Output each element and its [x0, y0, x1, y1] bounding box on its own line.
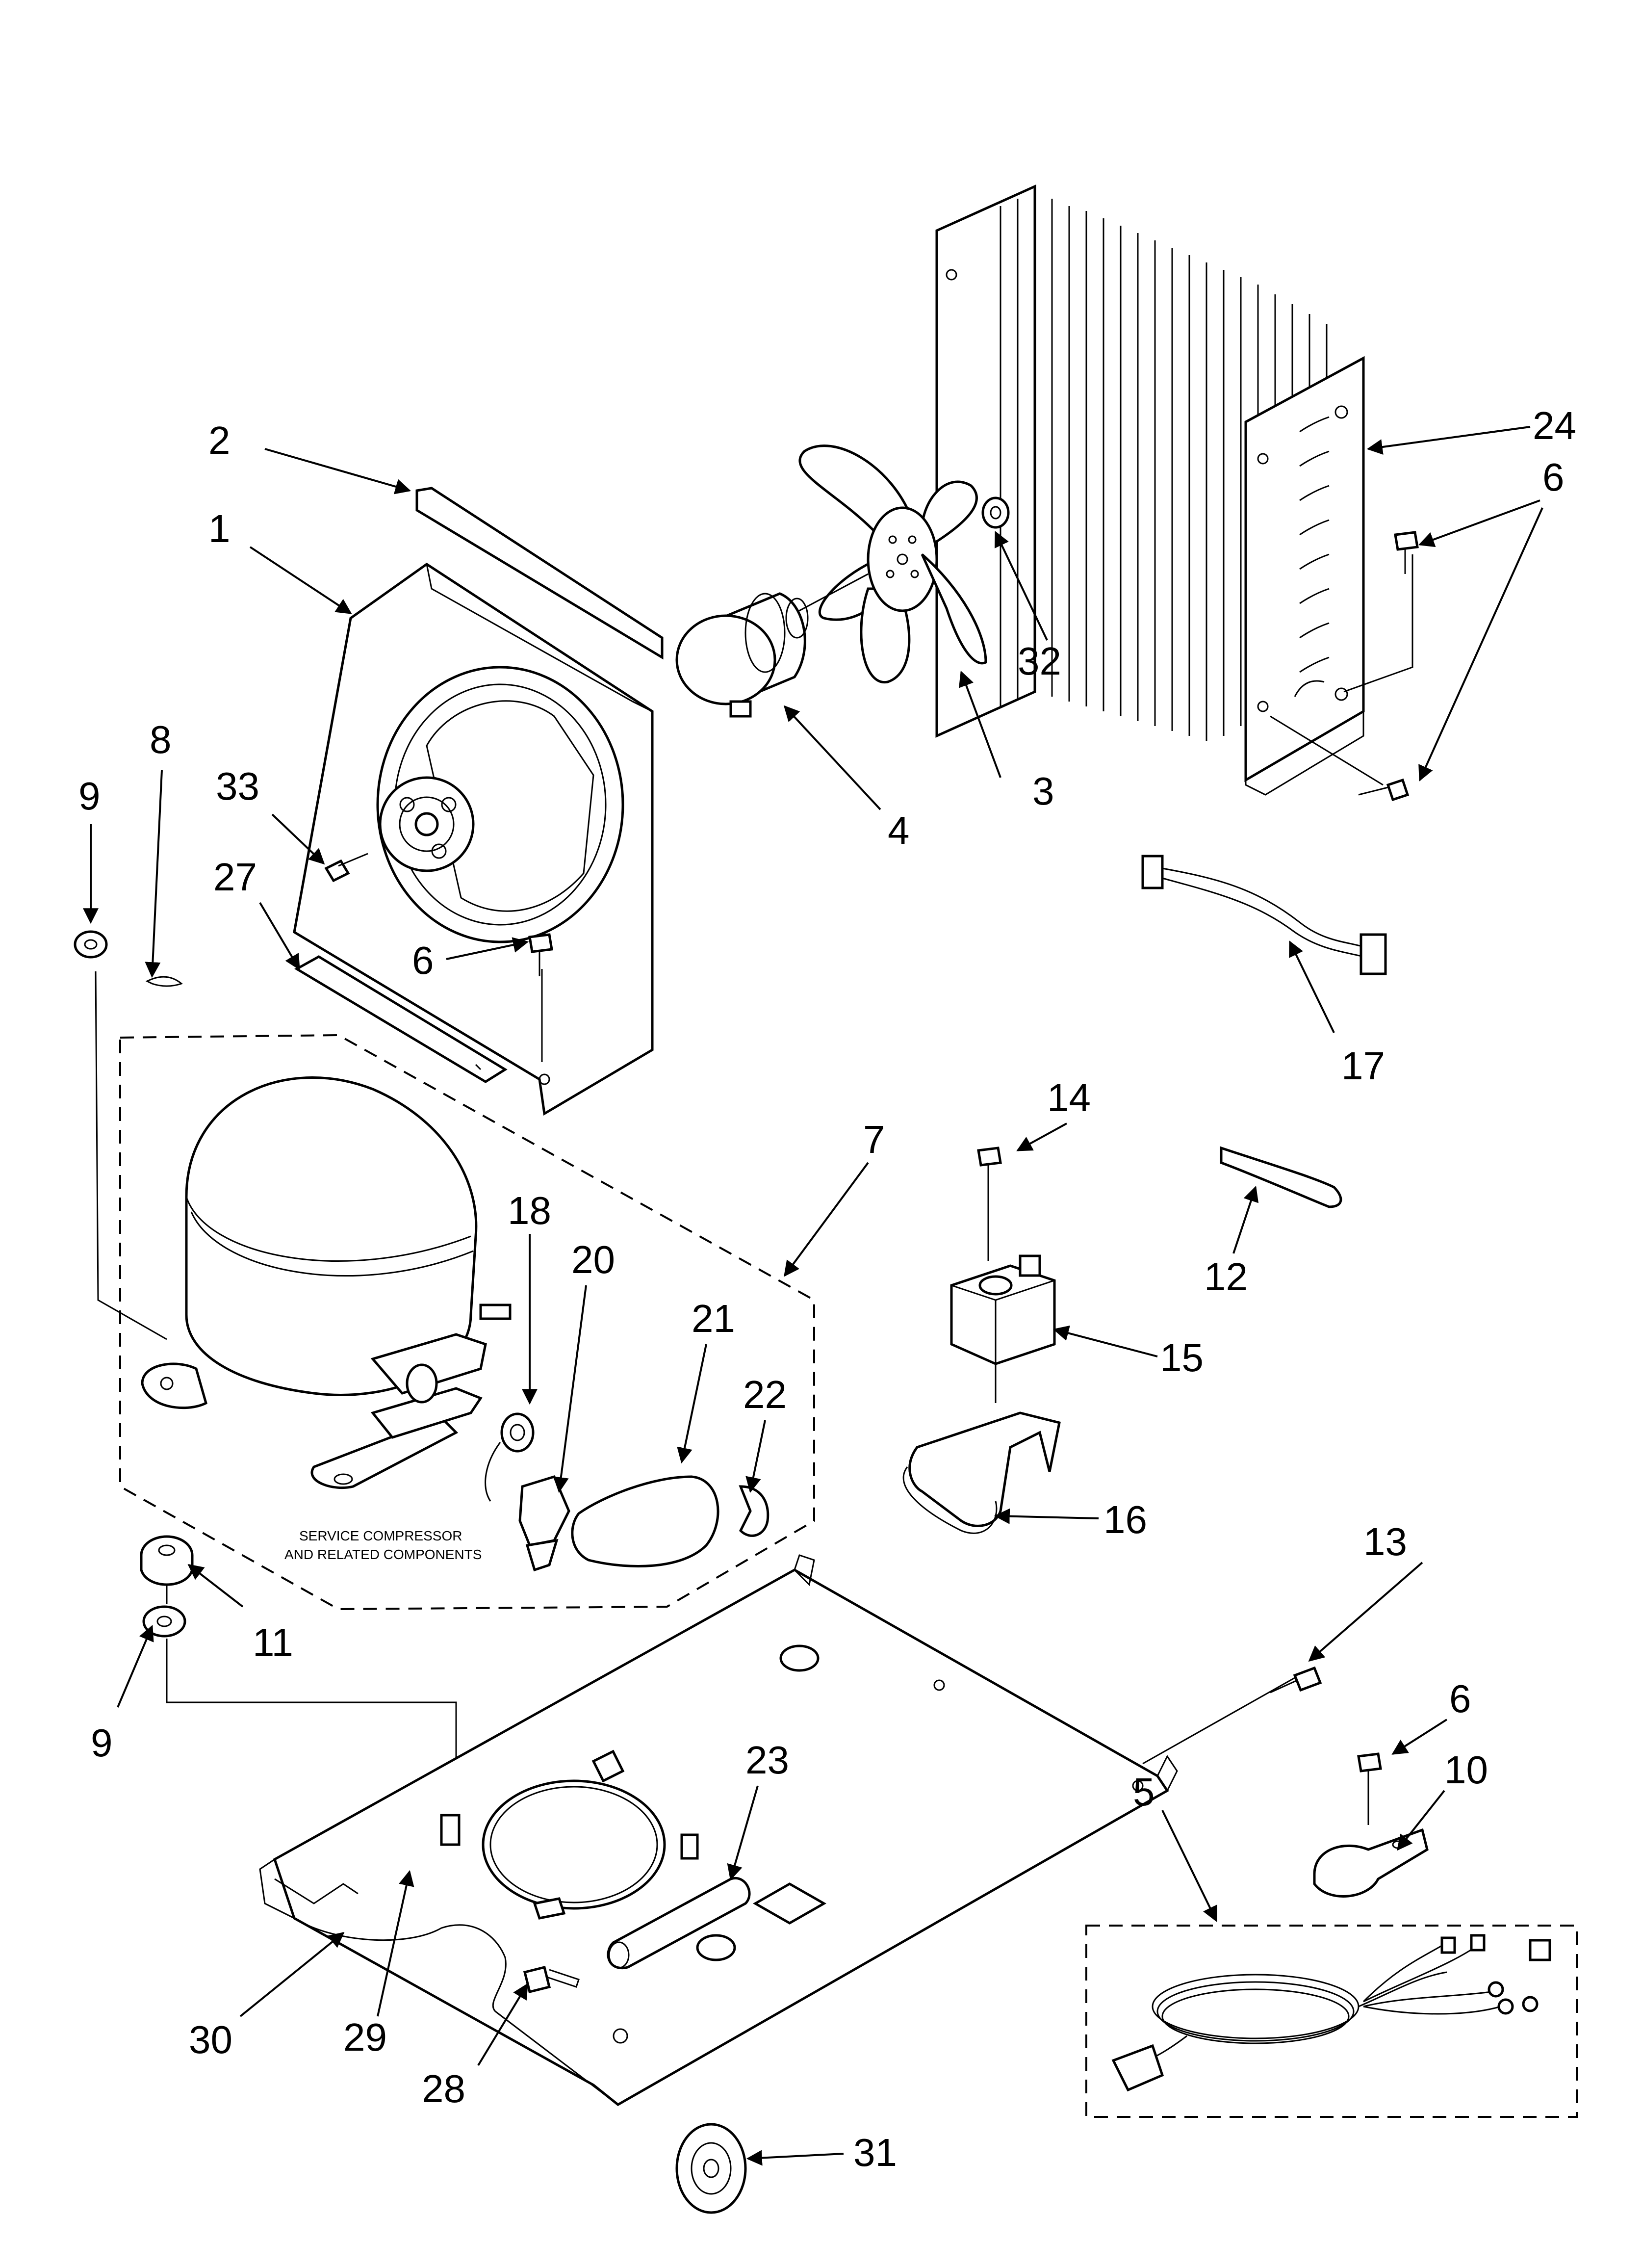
grommet-9-bottom: [142, 1605, 186, 1638]
label-3: 3: [1032, 769, 1054, 813]
fan-shroud: [293, 562, 654, 1116]
compressor: [141, 1076, 512, 1489]
bracket-16: [902, 1364, 1061, 1534]
cover-21: [571, 1475, 719, 1567]
relay-18: [485, 1412, 535, 1502]
fan-blade: [798, 444, 987, 684]
screw-icon: [324, 853, 368, 883]
label-13: 13: [1363, 1520, 1407, 1564]
label-30: 30: [189, 2018, 232, 2061]
label-17: 17: [1341, 1044, 1385, 1088]
label-9-bottom: 9: [91, 1721, 113, 1765]
clamp-10: [1313, 1828, 1429, 1898]
grommet-9-top: [74, 930, 108, 959]
label-29: 29: [343, 2015, 387, 2059]
screw-28: [523, 1965, 580, 1994]
bracket-27: [294, 955, 508, 1083]
wire-harness-17: [1141, 855, 1387, 975]
overload-20: [518, 1475, 570, 1572]
label-20: 20: [571, 1238, 615, 1281]
screw-icon: [1358, 778, 1410, 802]
label-8: 8: [150, 718, 172, 761]
fan-motor: [675, 592, 809, 718]
label-4: 4: [888, 808, 910, 852]
label-9-top: 9: [78, 774, 101, 818]
solenoid-15: [950, 1254, 1056, 1365]
label-12: 12: [1204, 1255, 1248, 1299]
clip-8: [145, 976, 183, 987]
label-31: 31: [853, 2131, 897, 2174]
label-22: 22: [743, 1373, 787, 1416]
service-compressor-group: [119, 1034, 815, 1611]
label-23: 23: [745, 1738, 789, 1782]
label-7: 7: [863, 1118, 885, 1161]
label-21: 21: [692, 1297, 735, 1340]
condenser: [935, 184, 1365, 796]
service-note-line2: AND RELATED COMPONENTS: [284, 1547, 482, 1562]
screw-icon: [977, 1147, 1002, 1192]
base-pan: [259, 1554, 1178, 2107]
label-33: 33: [216, 764, 259, 808]
label-27: 27: [213, 855, 257, 899]
foot-31: [675, 2123, 747, 2214]
gasket-strip: [415, 487, 664, 660]
label-6-bottom: 6: [1449, 1677, 1471, 1721]
label-6-top: 6: [1542, 455, 1565, 499]
label-32: 32: [1018, 639, 1061, 683]
mount-11: [140, 1535, 194, 1586]
leader-lines: [83, 426, 1543, 2166]
label-11: 11: [253, 1620, 293, 1664]
screw-icon: [528, 933, 553, 976]
callout-labels: 2 1 24 6 32 3 4 8 9 33 27 6 17 14 7 18 2…: [78, 404, 1576, 2174]
washer-32: [981, 496, 1010, 529]
label-18: 18: [508, 1189, 551, 1232]
label-5: 5: [1133, 1770, 1155, 1814]
label-1: 1: [208, 507, 231, 550]
clip-22: [739, 1485, 770, 1537]
screw-icon: [1394, 531, 1419, 574]
screw-icon: [1270, 1666, 1322, 1694]
tube-12: [1220, 1146, 1342, 1208]
service-note-line1: SERVICE COMPRESSOR: [299, 1528, 462, 1543]
label-24: 24: [1533, 404, 1576, 447]
label-15: 15: [1160, 1336, 1204, 1380]
screw-icon: [1357, 1752, 1382, 1798]
label-16: 16: [1103, 1498, 1147, 1541]
label-28: 28: [422, 2067, 465, 2111]
label-2: 2: [208, 418, 231, 462]
label-10: 10: [1444, 1748, 1488, 1792]
power-cord-group: [1085, 1925, 1578, 2118]
label-6-mid: 6: [412, 938, 434, 982]
label-14: 14: [1047, 1076, 1091, 1120]
power-cord-5: [1111, 1934, 1551, 2092]
